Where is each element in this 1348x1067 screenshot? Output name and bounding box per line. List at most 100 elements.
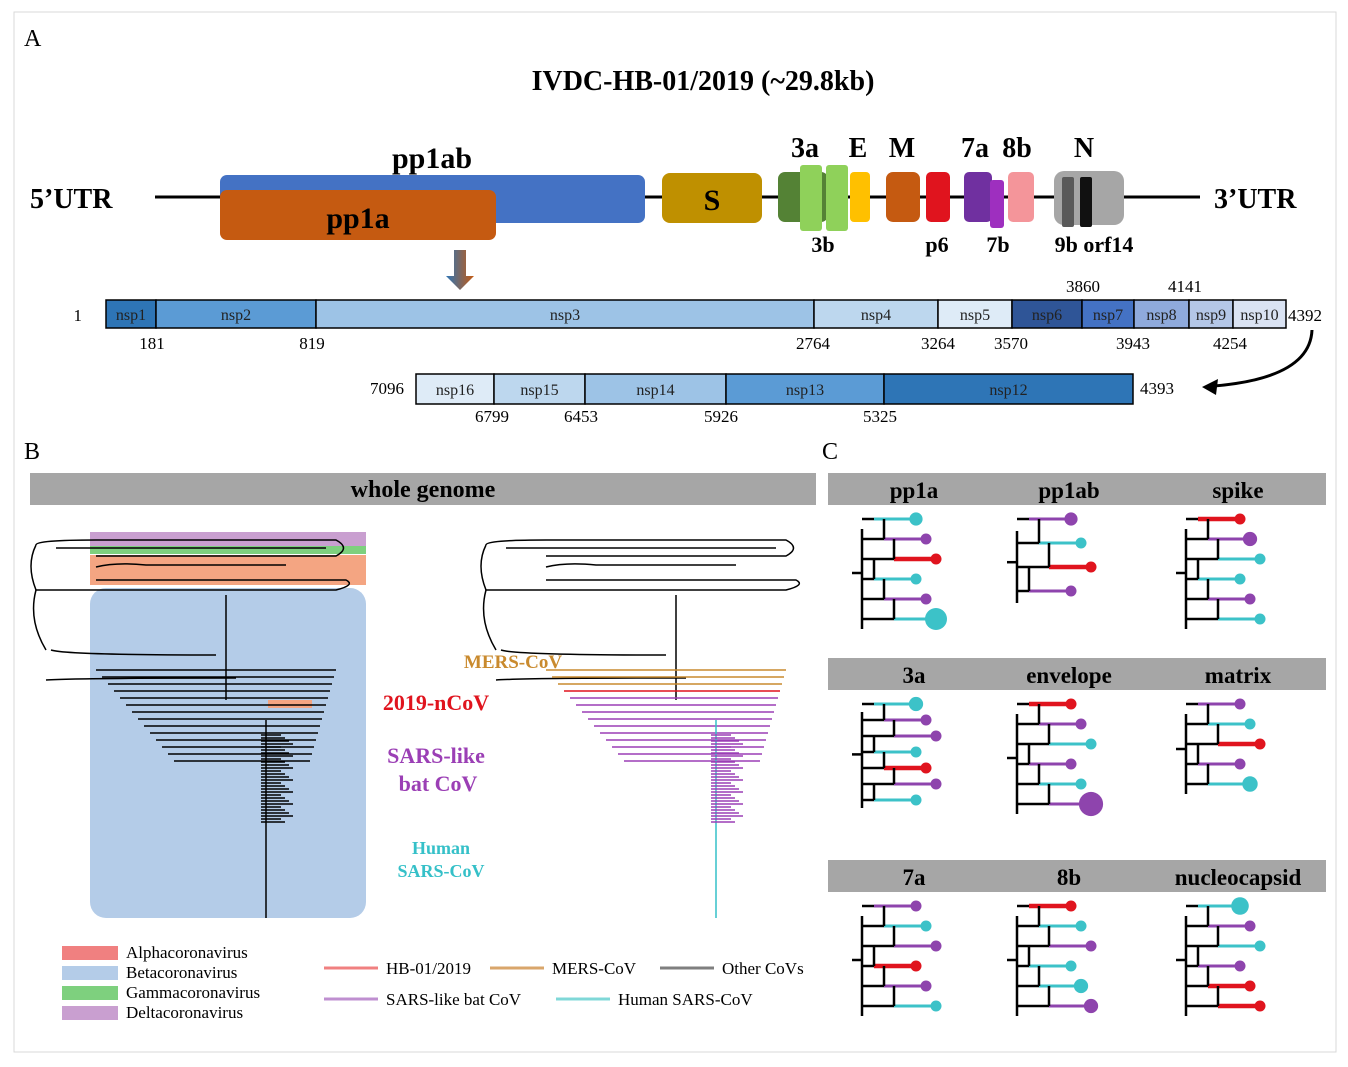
legend-lineage-label-2: Other CoVs bbox=[722, 959, 804, 978]
gene-tree-title-matrix: matrix bbox=[1205, 663, 1272, 688]
tick-6453: 6453 bbox=[564, 407, 598, 426]
pp1a-gene bbox=[220, 190, 496, 240]
tick-5926: 5926 bbox=[704, 407, 738, 426]
tree-branch bbox=[486, 579, 801, 591]
legend-label-deltacoronavirus: Deltacoronavirus bbox=[126, 1003, 243, 1022]
tree-branch bbox=[545, 563, 736, 568]
gene-tree-tip bbox=[910, 900, 922, 912]
gene-tree-tip bbox=[1254, 738, 1266, 750]
nsp-segment-nsp15 bbox=[493, 373, 586, 405]
tick-6799: 6799 bbox=[475, 407, 509, 426]
gene-tree-tip bbox=[910, 746, 922, 758]
tree-branch bbox=[32, 589, 47, 651]
m-gene bbox=[886, 172, 920, 222]
9b-orf14-label: 9b orf14 bbox=[1055, 232, 1134, 257]
gamma-band bbox=[90, 546, 366, 554]
expand-arrow-icon bbox=[446, 250, 474, 290]
3b-label: 3b bbox=[811, 232, 834, 257]
gene-tree-tip bbox=[1242, 531, 1258, 547]
nsp-row2-start: 7096 bbox=[370, 379, 404, 398]
sars-bat-label-1: SARS-like bbox=[387, 743, 485, 768]
sars-bat-label-2: bat CoV bbox=[399, 771, 478, 796]
human-label-1: Human bbox=[412, 838, 470, 858]
gene-tree-title-spike: spike bbox=[1212, 478, 1263, 503]
tick-3943: 3943 bbox=[1116, 334, 1150, 353]
nsp-label-nsp12: nsp12 bbox=[989, 382, 1027, 399]
panel-c-label: C bbox=[822, 439, 838, 465]
legend-swatch-gammacoronavirus bbox=[62, 986, 118, 1000]
gene-tree-tip bbox=[920, 980, 932, 992]
nsp-segment-nsp7 bbox=[1081, 299, 1135, 329]
orf14-gene bbox=[1080, 177, 1092, 227]
nsp-label-nsp6: nsp6 bbox=[1032, 307, 1062, 324]
gene-tree-tip bbox=[910, 960, 922, 972]
gene-tree-tip bbox=[1065, 960, 1077, 972]
phylo-tree-left bbox=[30, 539, 351, 918]
legend-label-betacoronavirus: Betacoronavirus bbox=[126, 963, 237, 982]
nsp-segment-nsp1 bbox=[105, 299, 157, 329]
7a-label: 7a bbox=[961, 133, 989, 164]
nsp-segment-nsp16 bbox=[415, 373, 495, 405]
gene-tree-tip bbox=[1075, 718, 1087, 730]
gene-tree-tip bbox=[1065, 758, 1077, 770]
gene-tree-tip bbox=[1065, 585, 1077, 597]
legend-lineage-label-4: Human SARS-CoV bbox=[618, 990, 753, 1009]
gene-tree-tip bbox=[925, 608, 947, 630]
ncov-label: 2019-nCoV bbox=[383, 690, 489, 715]
nsp-label-nsp4: nsp4 bbox=[861, 307, 891, 324]
gene-tree-tip bbox=[1244, 920, 1256, 932]
tick-181: 181 bbox=[139, 334, 165, 353]
legend-lineage-label-1: MERS-CoV bbox=[552, 959, 637, 978]
tree-branch bbox=[485, 539, 795, 557]
tick-4254: 4254 bbox=[1213, 334, 1248, 353]
genome-title: IVDC-HB-01/2019 (~29.8kb) bbox=[532, 66, 875, 97]
legend-lineage-label-3: SARS-like bat CoV bbox=[386, 990, 522, 1009]
nsp-row2-end: 4393 bbox=[1140, 379, 1174, 398]
panel-b-label: B bbox=[24, 439, 40, 465]
gene-tree-tip bbox=[1244, 718, 1256, 730]
tick-3264: 3264 bbox=[921, 334, 956, 353]
beta-band bbox=[90, 588, 366, 918]
gene-tree-header-row-1 bbox=[828, 658, 1326, 690]
gene-tree-tip bbox=[920, 762, 932, 774]
gene-tree-tip bbox=[930, 1000, 942, 1012]
gene-tree-tip bbox=[1085, 561, 1097, 573]
nsp-label-nsp15: nsp15 bbox=[520, 382, 558, 399]
ncov-highlight bbox=[268, 700, 312, 708]
human-label-2: SARS-CoV bbox=[397, 861, 484, 881]
gene-tree-tip bbox=[1065, 698, 1077, 710]
tree-branch bbox=[495, 677, 687, 681]
nsp-label-nsp2: nsp2 bbox=[221, 307, 251, 324]
whole-genome-header bbox=[30, 473, 816, 505]
pp1ab-label: pp1ab bbox=[392, 142, 472, 175]
7a-gene bbox=[964, 172, 992, 222]
utr3-label: 3’UTR bbox=[1214, 184, 1297, 215]
tree-branch bbox=[36, 579, 351, 591]
gene-tree-tip bbox=[920, 533, 932, 545]
3b-gene-b bbox=[826, 165, 848, 231]
9b-gene bbox=[1062, 177, 1074, 227]
tree-branch bbox=[35, 539, 345, 557]
legend-swatch-alphacoronavirus bbox=[62, 946, 118, 960]
gene-tree-tip bbox=[908, 696, 924, 712]
s-label: S bbox=[704, 184, 721, 217]
nsp-row1-end: 4392 bbox=[1288, 306, 1322, 325]
7b-label: 7b bbox=[986, 232, 1009, 257]
nsp-label-nsp7: nsp7 bbox=[1093, 307, 1123, 324]
gene-tree-tip bbox=[1085, 940, 1097, 952]
gene-tree-tip bbox=[1254, 553, 1266, 565]
gene-tree-tip bbox=[1075, 778, 1087, 790]
nsp-segment-nsp8 bbox=[1133, 299, 1190, 329]
gene-tree-tip bbox=[930, 940, 942, 952]
tick-2764: 2764 bbox=[796, 334, 831, 353]
legend-swatch-betacoronavirus bbox=[62, 966, 118, 980]
gene-tree-tip bbox=[1065, 900, 1077, 912]
gene-tree-tip bbox=[1075, 537, 1087, 549]
legend-label-gammacoronavirus: Gammacoronavirus bbox=[126, 983, 260, 1002]
gene-tree-tip bbox=[910, 573, 922, 585]
nsp-label-nsp5: nsp5 bbox=[960, 307, 990, 324]
gene-tree-title-pp1ab: pp1ab bbox=[1038, 478, 1099, 503]
phylo-tree-right bbox=[480, 539, 801, 918]
gene-tree-tip bbox=[1254, 1000, 1266, 1012]
